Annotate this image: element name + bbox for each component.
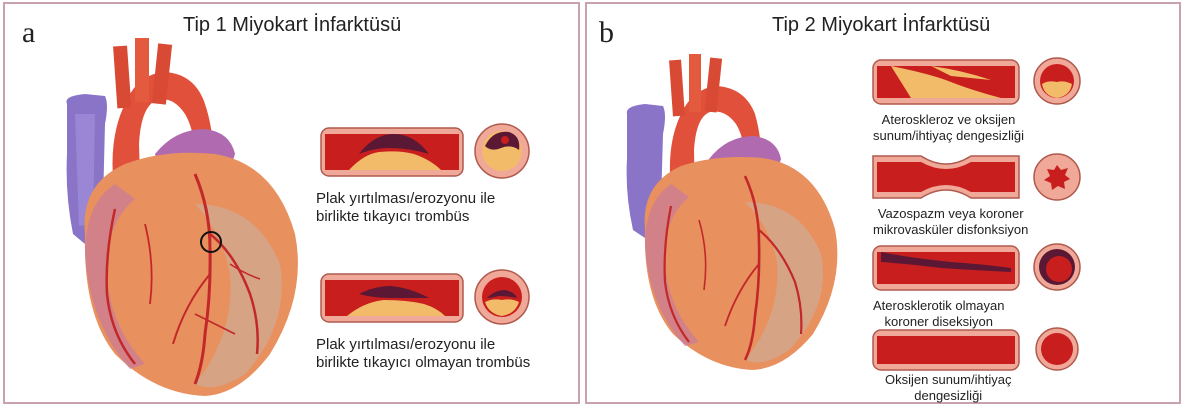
artery-cross-section-icon	[1032, 56, 1082, 106]
artery-longitudinal-section-icon	[871, 328, 1021, 372]
artery-cross-section-icon	[1032, 152, 1082, 202]
panel-title: Tip 2 Miyokart İnfarktüsü	[772, 14, 990, 37]
artery-cross-section-icon	[1034, 326, 1080, 372]
panel-tip1: a Tip 1 Miyokart İnfarktüsü	[3, 2, 580, 404]
artery-longitudinal-section-icon	[871, 152, 1021, 202]
heart-illustration-icon	[609, 54, 854, 374]
heart-illustration-icon	[45, 34, 315, 404]
artery-cross-section-icon	[1032, 242, 1082, 292]
artery-cross-section-icon	[473, 268, 531, 326]
artery-longitudinal-section-icon	[871, 242, 1021, 294]
panel-letter: a	[22, 16, 35, 50]
artery-cross-section-icon	[473, 122, 531, 180]
artery-longitudinal-section-icon	[319, 270, 465, 326]
artery-longitudinal-section-icon	[319, 124, 465, 180]
artery-longitudinal-section-icon	[871, 56, 1021, 108]
panel-tip2: b Tip 2 Miyokart İnfarktüsü Ateroskleroz…	[585, 2, 1181, 404]
panel-letter: b	[599, 16, 614, 50]
